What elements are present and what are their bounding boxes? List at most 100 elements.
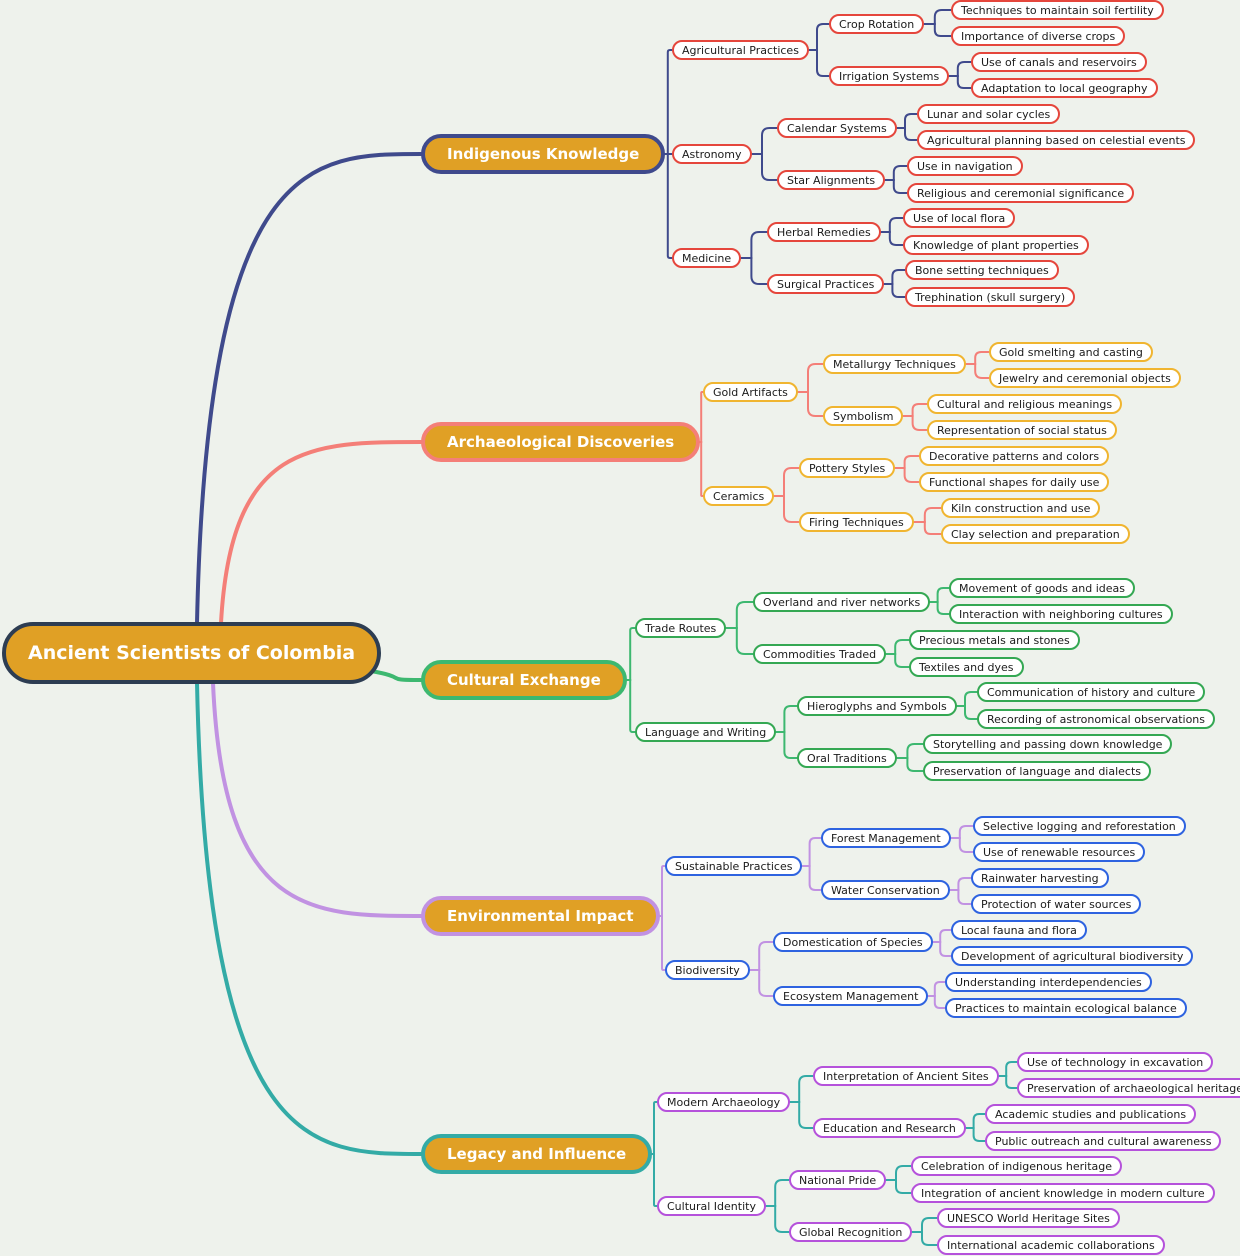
leaf-representation-of-social-status[interactable]: Representation of social status — [927, 420, 1117, 440]
leaf-protection-of-water-sources[interactable]: Protection of water sources — [971, 894, 1142, 914]
leaf-integration-of-ancient-knowledge-in-modern-culture[interactable]: Integration of ancient knowledge in mode… — [911, 1183, 1215, 1203]
topic-cultural-identity[interactable]: Cultural Identity — [657, 1196, 766, 1216]
topic-medicine[interactable]: Medicine — [672, 248, 742, 268]
subtopic-star-alignments[interactable]: Star Alignments — [777, 170, 886, 190]
link-biodiversity — [659, 915, 666, 971]
branch-legacy-and-influence[interactable]: Legacy and Influence — [421, 1134, 653, 1174]
leaf-academic-studies-and-publications[interactable]: Academic studies and publications — [985, 1104, 1197, 1124]
subtopic-pottery-styles[interactable]: Pottery Styles — [799, 458, 896, 478]
branch-indigenous-knowledge[interactable]: Indigenous Knowledge — [421, 134, 666, 174]
subtopic-oral-traditions[interactable]: Oral Traditions — [797, 748, 897, 768]
subtopic-domestication-of-species[interactable]: Domestication of Species — [773, 932, 933, 952]
leaf-celebration-of-indigenous-heritage[interactable]: Celebration of indigenous heritage — [911, 1156, 1123, 1176]
link-importance-of-diverse-crops — [923, 23, 952, 37]
leaf-international-academic-collaborations[interactable]: International academic collaborations — [937, 1235, 1165, 1255]
link-movement-of-goods-and-ideas — [929, 587, 950, 603]
leaf-practices-to-maintain-ecological-balance[interactable]: Practices to maintain ecological balance — [945, 998, 1187, 1018]
subtopic-global-recognition[interactable]: Global Recognition — [789, 1222, 913, 1242]
subtopic-crop-rotation[interactable]: Crop Rotation — [829, 14, 925, 34]
leaf-use-of-canals-and-reservoirs[interactable]: Use of canals and reservoirs — [971, 52, 1147, 72]
leaf-gold-smelting-and-casting[interactable]: Gold smelting and casting — [989, 342, 1153, 362]
topic-agricultural-practices[interactable]: Agricultural Practices — [672, 40, 809, 60]
topic-sustainable-practices[interactable]: Sustainable Practices — [665, 856, 803, 876]
subtopic-ecosystem-management[interactable]: Ecosystem Management — [773, 986, 929, 1006]
subtopic-water-conservation[interactable]: Water Conservation — [821, 880, 950, 900]
leaf-functional-shapes-for-daily-use[interactable]: Functional shapes for daily use — [919, 472, 1110, 492]
link-archaeological-discoveries — [219, 440, 423, 625]
topic-ceramics[interactable]: Ceramics — [703, 486, 775, 506]
leaf-development-of-agricultural-biodiversity[interactable]: Development of agricultural biodiversity — [951, 946, 1194, 966]
leaf-storytelling-and-passing-down-knowledge[interactable]: Storytelling and passing down knowledge — [923, 734, 1173, 754]
leaf-local-fauna-and-flora[interactable]: Local fauna and flora — [951, 920, 1087, 940]
topic-gold-artifacts[interactable]: Gold Artifacts — [703, 382, 798, 402]
leaf-interaction-with-neighboring-cultures[interactable]: Interaction with neighboring cultures — [949, 604, 1173, 624]
link-surgical-practices — [740, 257, 768, 285]
branch-environmental-impact[interactable]: Environmental Impact — [421, 896, 660, 936]
leaf-use-of-local-flora[interactable]: Use of local flora — [903, 208, 1016, 228]
subtopic-herbal-remedies[interactable]: Herbal Remedies — [767, 222, 881, 242]
link-agricultural-planning-based-on-celestial-events — [896, 127, 918, 141]
leaf-preservation-of-language-and-dialects[interactable]: Preservation of language and dialects — [923, 761, 1152, 781]
topic-modern-archaeology[interactable]: Modern Archaeology — [657, 1092, 791, 1112]
leaf-jewelry-and-ceremonial-objects[interactable]: Jewelry and ceremonial objects — [989, 368, 1181, 388]
leaf-unesco-world-heritage-sites[interactable]: UNESCO World Heritage Sites — [937, 1208, 1120, 1228]
leaf-cultural-and-religious-meanings[interactable]: Cultural and religious meanings — [927, 394, 1123, 414]
leaf-use-of-renewable-resources[interactable]: Use of renewable resources — [973, 842, 1146, 862]
leaf-kiln-construction-and-use[interactable]: Kiln construction and use — [941, 498, 1101, 518]
subtopic-national-pride[interactable]: National Pride — [789, 1170, 887, 1190]
subtopic-overland-and-river-networks[interactable]: Overland and river networks — [753, 592, 931, 612]
link-forest-management — [801, 837, 822, 867]
link-jewelry-and-ceremonial-objects — [965, 363, 990, 379]
leaf-public-outreach-and-cultural-awareness[interactable]: Public outreach and cultural awareness — [985, 1131, 1222, 1151]
link-ceramics — [699, 441, 704, 497]
subtopic-hieroglyphs-and-symbols[interactable]: Hieroglyphs and Symbols — [797, 696, 957, 716]
subtopic-symbolism[interactable]: Symbolism — [823, 406, 904, 426]
link-textiles-and-dyes — [885, 653, 910, 668]
branch-cultural-exchange[interactable]: Cultural Exchange — [421, 660, 627, 700]
subtopic-metallurgy-techniques[interactable]: Metallurgy Techniques — [823, 354, 966, 374]
link-public-outreach-and-cultural-awareness — [965, 1127, 986, 1142]
subtopic-firing-techniques[interactable]: Firing Techniques — [799, 512, 914, 532]
leaf-decorative-patterns-and-colors[interactable]: Decorative patterns and colors — [919, 446, 1110, 466]
leaf-precious-metals-and-stones[interactable]: Precious metals and stones — [909, 630, 1080, 650]
leaf-use-of-technology-in-excavation[interactable]: Use of technology in excavation — [1017, 1052, 1214, 1072]
leaf-recording-of-astronomical-observations[interactable]: Recording of astronomical observations — [977, 709, 1216, 729]
topic-biodiversity[interactable]: Biodiversity — [665, 960, 750, 980]
subtopic-commodities-traded[interactable]: Commodities Traded — [753, 644, 887, 664]
leaf-communication-of-history-and-culture[interactable]: Communication of history and culture — [977, 682, 1206, 702]
link-precious-metals-and-stones — [885, 639, 910, 655]
leaf-bone-setting-techniques[interactable]: Bone setting techniques — [905, 260, 1059, 280]
link-kiln-construction-and-use — [913, 507, 942, 523]
leaf-religious-and-ceremonial-significance[interactable]: Religious and ceremonial significance — [907, 183, 1135, 203]
topic-astronomy[interactable]: Astronomy — [672, 144, 752, 164]
leaf-importance-of-diverse-crops[interactable]: Importance of diverse crops — [951, 26, 1126, 46]
leaf-rainwater-harvesting[interactable]: Rainwater harvesting — [971, 868, 1109, 888]
subtopic-surgical-practices[interactable]: Surgical Practices — [767, 274, 885, 294]
leaf-textiles-and-dyes[interactable]: Textiles and dyes — [909, 657, 1024, 677]
link-understanding-interdependencies — [927, 981, 946, 997]
subtopic-forest-management[interactable]: Forest Management — [821, 828, 951, 848]
leaf-lunar-and-solar-cycles[interactable]: Lunar and solar cycles — [917, 104, 1061, 124]
link-preservation-of-archaeological-heritage — [998, 1075, 1018, 1089]
leaf-selective-logging-and-reforestation[interactable]: Selective logging and reforestation — [973, 816, 1186, 836]
leaf-agricultural-planning-based-on-celestial-events[interactable]: Agricultural planning based on celestial… — [917, 130, 1196, 150]
subtopic-interpretation-of-ancient-sites[interactable]: Interpretation of Ancient Sites — [813, 1066, 999, 1086]
subtopic-education-and-research[interactable]: Education and Research — [813, 1118, 966, 1138]
leaf-adaptation-to-local-geography[interactable]: Adaptation to local geography — [971, 78, 1158, 98]
link-use-of-canals-and-reservoirs — [948, 61, 972, 77]
link-functional-shapes-for-daily-use — [894, 467, 920, 483]
topic-trade-routes[interactable]: Trade Routes — [635, 618, 727, 638]
leaf-preservation-of-archaeological-heritage[interactable]: Preservation of archaeological heritage — [1017, 1078, 1240, 1098]
leaf-movement-of-goods-and-ideas[interactable]: Movement of goods and ideas — [949, 578, 1135, 598]
leaf-techniques-to-maintain-soil-fertility[interactable]: Techniques to maintain soil fertility — [951, 0, 1164, 20]
topic-language-and-writing[interactable]: Language and Writing — [635, 722, 777, 742]
subtopic-irrigation-systems[interactable]: Irrigation Systems — [829, 66, 950, 86]
leaf-trephination-skull-surgery[interactable]: Trephination (skull surgery) — [905, 287, 1076, 307]
leaf-clay-selection-and-preparation[interactable]: Clay selection and preparation — [941, 524, 1130, 544]
leaf-understanding-interdependencies[interactable]: Understanding interdependencies — [945, 972, 1152, 992]
subtopic-calendar-systems[interactable]: Calendar Systems — [777, 118, 897, 138]
root-node[interactable]: Ancient Scientists of Colombia — [2, 622, 382, 684]
branch-archaeological-discoveries[interactable]: Archaeological Discoveries — [421, 422, 701, 462]
leaf-knowledge-of-plant-properties[interactable]: Knowledge of plant properties — [903, 235, 1089, 255]
leaf-use-in-navigation[interactable]: Use in navigation — [907, 156, 1023, 176]
